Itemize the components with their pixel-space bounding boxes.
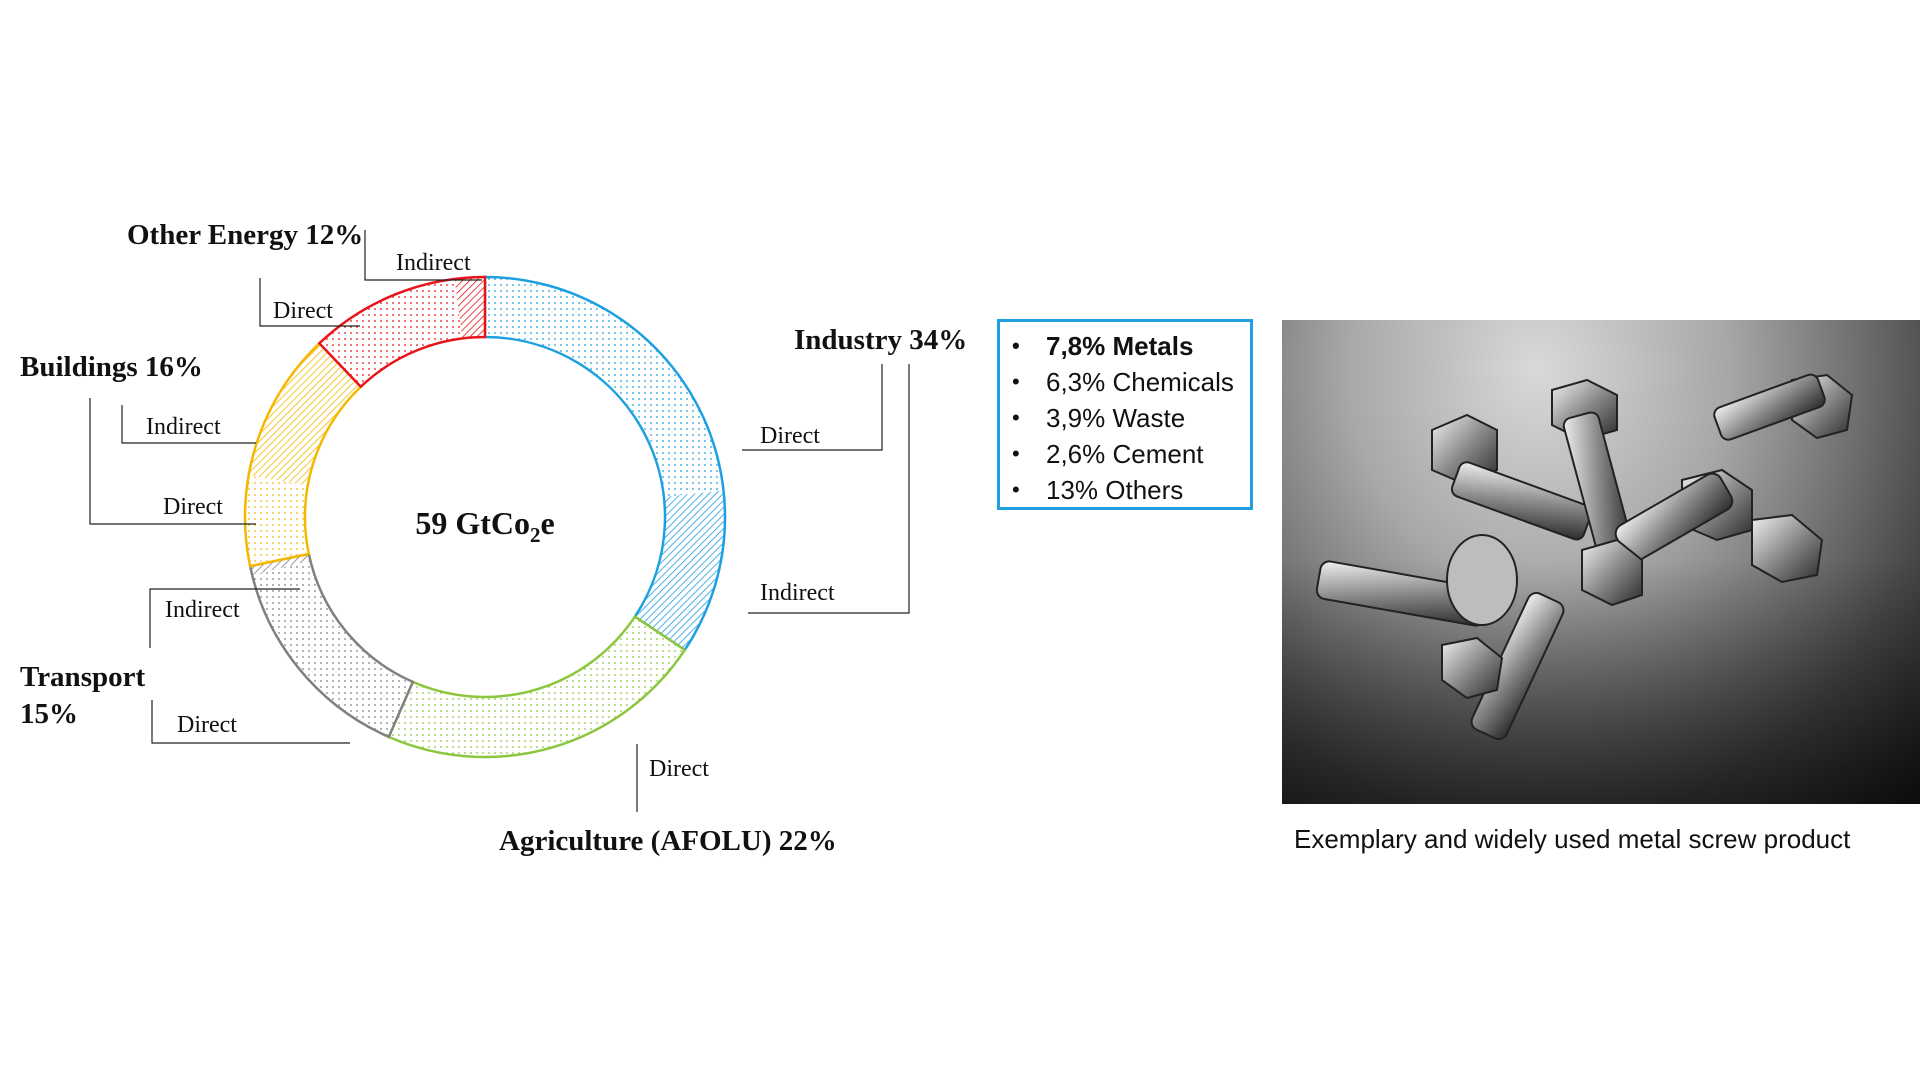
- bullet-icon: •: [1012, 405, 1020, 430]
- other-energy-indirect-leader: [364, 230, 482, 281]
- buildings-indirect-label: Indirect: [146, 414, 221, 440]
- industry-breakdown-item: • 2,6% Cement: [1012, 436, 1250, 472]
- industry-breakdown-item: • 7,8% Metals: [1012, 328, 1250, 364]
- buildings-direct-label: Direct: [163, 494, 223, 520]
- donut-segment-buildings-direct: [245, 475, 309, 567]
- other-energy-direct-label: Direct: [273, 298, 333, 324]
- donut-segment-other-energy-indirect: [454, 277, 485, 339]
- transport-direct-leader: [151, 700, 350, 744]
- center-total-label: 59 GtCo2e: [415, 505, 554, 547]
- transport-indirect-label: Indirect: [165, 597, 240, 623]
- industry-breakdown-item: • 3,9% Waste: [1012, 400, 1250, 436]
- industry-direct-leader: [742, 364, 883, 451]
- donut-segment-buildings-indirect: [248, 343, 361, 486]
- transport-indirect-leader: [149, 588, 300, 648]
- industry-breakdown-text: 7,8% Metals: [1046, 330, 1194, 361]
- donut-ring: [243, 275, 727, 759]
- donut-segment-transport-direct: [252, 560, 413, 737]
- buildings-indirect-leader: [121, 405, 256, 444]
- agriculture-direct-label: Direct: [649, 756, 709, 782]
- industry-breakdown-item: • 6,3% Chemicals: [1012, 364, 1250, 400]
- bullet-icon: •: [1012, 477, 1020, 502]
- other-energy-title: Other Energy 12%: [127, 219, 363, 251]
- industry-direct-label: Direct: [760, 423, 820, 449]
- donut-segment-transport-indirect: [250, 553, 311, 576]
- buildings-direct-leader: [89, 398, 256, 525]
- transport-share: 15%: [20, 698, 78, 730]
- industry-breakdown-item: • 13% Others: [1012, 472, 1250, 508]
- screws-illustration: [1282, 373, 1920, 804]
- industry-title: Industry 34%: [794, 324, 967, 356]
- donut-segment-industry-direct: [485, 277, 724, 498]
- agriculture-title: Agriculture (AFOLU) 22%: [499, 825, 837, 857]
- buildings-title: Buildings 16%: [20, 351, 203, 383]
- industry-breakdown-text: 13% Others: [1046, 474, 1184, 505]
- industry-breakdown-text: 2,6% Cement: [1046, 438, 1204, 469]
- industry-indirect-label: Indirect: [760, 580, 835, 606]
- donut-sector-outline: [317, 275, 487, 389]
- donut-segment-agriculture-afolu-direct: [388, 616, 685, 757]
- industry-breakdown-list: • 7,8% Metals • 6,3% Chemicals • 3,9% Waste • 2…: [1012, 328, 1250, 508]
- metal-screws-photo: [1282, 320, 1920, 804]
- donut-sector-outline: [483, 275, 727, 652]
- other-energy-indirect-label: Indirect: [396, 250, 471, 276]
- industry-breakdown-box: • 7,8% Metals • 6,3% Chemicals • 3,9% Waste • 2…: [997, 319, 1253, 510]
- bullet-icon: •: [1012, 369, 1020, 394]
- industry-breakdown-text: 6,3% Chemicals: [1046, 366, 1234, 397]
- donut-segment-other-energy-direct: [319, 278, 463, 387]
- photo-caption: Exemplary and widely used metal screw pr…: [1294, 824, 1851, 854]
- other-energy-direct-leader: [259, 278, 360, 327]
- industry-indirect-leader: [748, 364, 910, 614]
- bullet-icon: •: [1012, 333, 1020, 358]
- bullet-icon: •: [1012, 441, 1020, 466]
- transport-direct-label: Direct: [177, 712, 237, 738]
- industry-breakdown-text: 3,9% Waste: [1046, 402, 1186, 433]
- transport-title: Transport: [20, 661, 145, 693]
- donut-segment-industry-indirect: [634, 490, 725, 650]
